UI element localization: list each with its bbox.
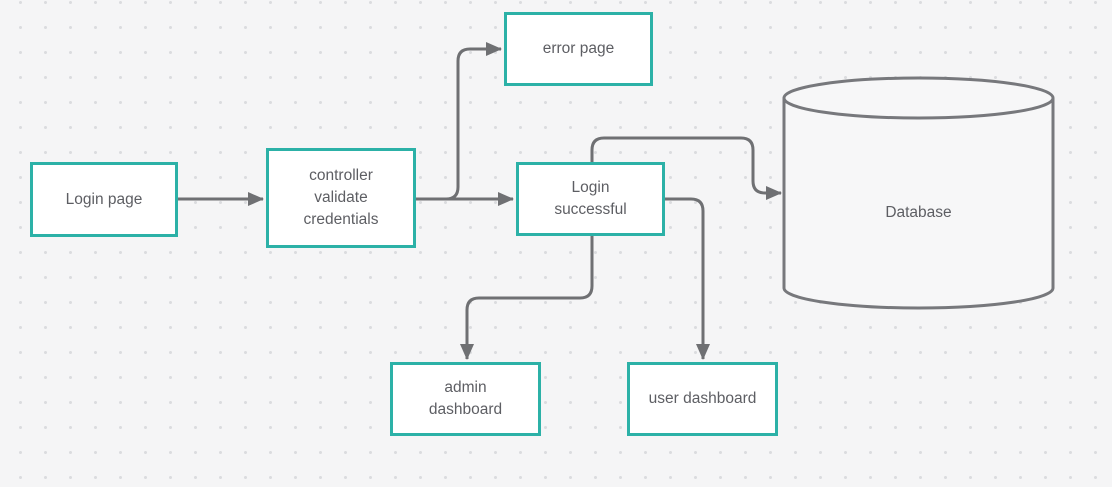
node-error-page[interactable]: error page [504, 12, 653, 86]
node-database-shape[interactable] [782, 76, 1055, 310]
node-login-page-label: Login page [65, 190, 143, 208]
node-controller-label-line3: credentials [303, 210, 379, 228]
node-login-successful-label-line1: Login [571, 179, 610, 197]
node-login-successful-label-line2: successful [554, 201, 627, 218]
edge-controller-to-error-page[interactable] [416, 42, 502, 201]
node-error-page-label: error page [542, 40, 615, 58]
node-controller-label-line1: controller [309, 167, 373, 185]
node-user-dashboard-label: user dashboard [648, 390, 757, 408]
node-controller-validate-credentials[interactable]: controller validate credentials [266, 148, 416, 248]
node-database-label-text: Database [885, 204, 952, 221]
node-login-page[interactable]: Login page [30, 162, 178, 237]
node-login-successful[interactable]: Login successful [516, 162, 665, 236]
edge-login-successful-to-user-dashboard[interactable] [665, 197, 710, 360]
edge-login-successful-to-database[interactable] [590, 136, 782, 200]
node-admin-dashboard-label-line2: dashboard [428, 401, 503, 418]
node-database-label: Database [784, 118, 1053, 308]
node-admin-dashboard-label-line1: admin [444, 379, 487, 397]
node-user-dashboard[interactable]: user dashboard [627, 362, 778, 436]
edge-login-successful-to-admin-dashboard[interactable] [460, 236, 594, 360]
node-controller-label-line2: validate [314, 189, 368, 207]
node-admin-dashboard[interactable]: admin dashboard [390, 362, 541, 436]
